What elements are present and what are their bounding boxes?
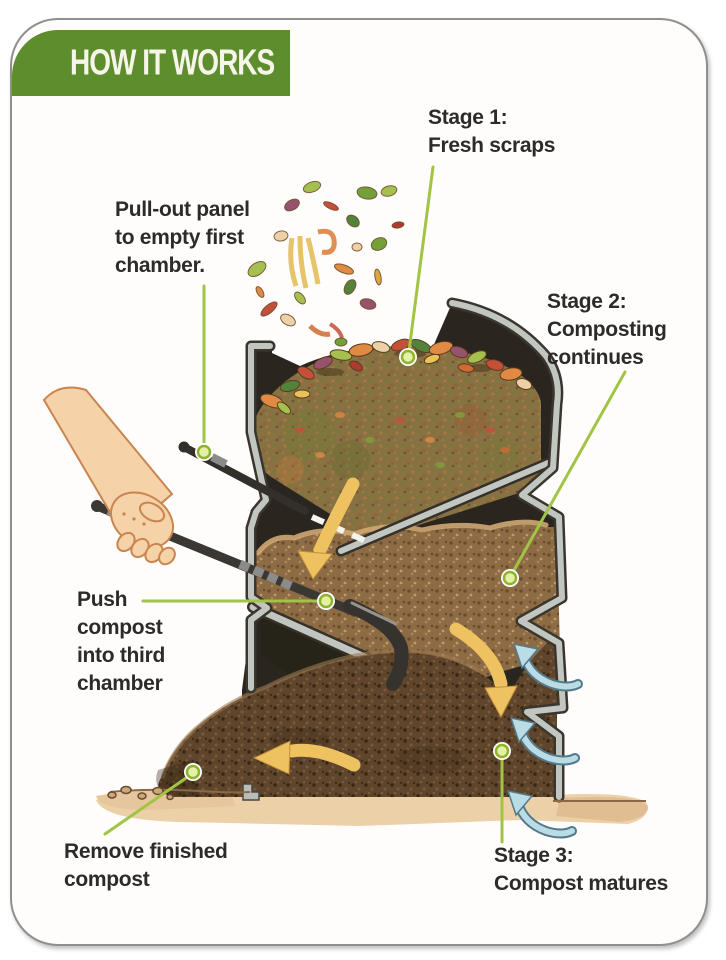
bin-walls (245, 297, 569, 803)
fresh-scrap-layer (260, 338, 533, 415)
down-arrow-2-icon (449, 622, 518, 719)
pull-out-panel (335, 457, 554, 557)
label-line: Pull-out panel (115, 198, 250, 221)
leader-line-stage-1 (407, 165, 435, 353)
label-line: Remove finished (64, 840, 228, 863)
falling-scraps (247, 180, 405, 347)
callout-endpoint-dot (195, 443, 213, 461)
label-stage-3: Stage 3: Compost matures (494, 842, 668, 898)
label-remove: Remove finished compost (64, 838, 228, 894)
label-line: Push (77, 588, 128, 611)
bin-foot-bracket (242, 783, 260, 801)
callout-endpoint-dot (184, 763, 202, 781)
label-line: Stage 1: (428, 106, 508, 129)
title-banner: HOW IT WORKS (12, 30, 290, 96)
leader-lines (103, 165, 627, 844)
label-line: Composting (547, 318, 667, 341)
label-line: Fresh scraps (428, 134, 556, 157)
callout-endpoint-dot (399, 348, 417, 366)
label-line: chamber (77, 672, 163, 695)
label-stage-1: Stage 1: Fresh scraps (428, 104, 555, 160)
label-push: Push compost into third chamber (77, 586, 165, 698)
compost-flow-arrows (252, 477, 518, 775)
hand (42, 386, 176, 566)
label-stage-2: Stage 2: Composting continues (547, 288, 667, 372)
hidden-panel-dashes (310, 514, 370, 545)
leader-line-remove (103, 774, 191, 836)
leader-dots (184, 348, 519, 781)
label-line: continues (547, 346, 644, 369)
label-line: chamber. (115, 254, 205, 277)
down-arrow-1-icon (297, 477, 360, 580)
page-title: HOW IT WORKS (70, 42, 275, 83)
label-line: Stage 3: (494, 844, 574, 867)
callout-endpoint-dot (501, 569, 519, 587)
left-arrow-icon (252, 740, 361, 775)
label-line: compost (64, 868, 150, 891)
callout-endpoint-dot (493, 742, 511, 760)
label-line: Stage 2: (547, 290, 627, 313)
label-line: compost (77, 616, 163, 639)
label-line: Compost matures (494, 872, 669, 895)
label-line: into third (77, 644, 165, 667)
leader-line-stage-2 (511, 370, 627, 574)
label-line: to empty first (115, 226, 244, 249)
label-pull-out: Pull-out panel to empty first chamber. (115, 196, 250, 280)
callout-endpoint-dot (317, 592, 335, 610)
ground-details (107, 785, 646, 802)
